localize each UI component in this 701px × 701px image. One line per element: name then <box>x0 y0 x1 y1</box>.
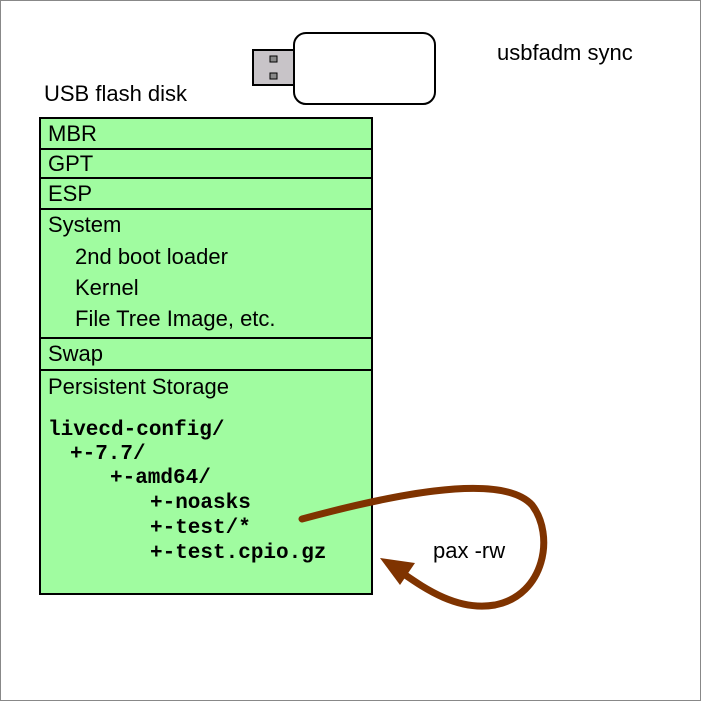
disk-title: USB flash disk <box>44 81 188 106</box>
partition-gpt: GPT <box>48 151 94 176</box>
system-item: Kernel <box>75 275 139 300</box>
arrow-label: pax -rw <box>433 538 506 563</box>
copy-arrow <box>298 485 548 610</box>
tree-item: +-amd64/ <box>110 467 211 490</box>
partition-swap: Swap <box>48 341 104 366</box>
tree-item: +-7.7/ <box>70 443 146 466</box>
tree-item: +-noasks <box>150 492 251 515</box>
partition-system: System <box>48 212 122 237</box>
partition-persistent: Persistent Storage <box>48 374 229 399</box>
system-item: 2nd boot loader <box>75 244 228 269</box>
partition-esp: ESP <box>48 181 93 206</box>
system-item: File Tree Image, etc. <box>75 306 276 331</box>
tree-item: +-test/* <box>150 517 251 540</box>
partition-mbr: MBR <box>48 121 97 146</box>
sync-command: usbfadm sync <box>497 40 633 65</box>
tree-item: +-test.cpio.gz <box>150 542 327 565</box>
usb-drive-icon <box>252 32 436 105</box>
arrowhead-icon <box>380 558 415 585</box>
tree-item: livecd-config/ <box>48 419 225 442</box>
